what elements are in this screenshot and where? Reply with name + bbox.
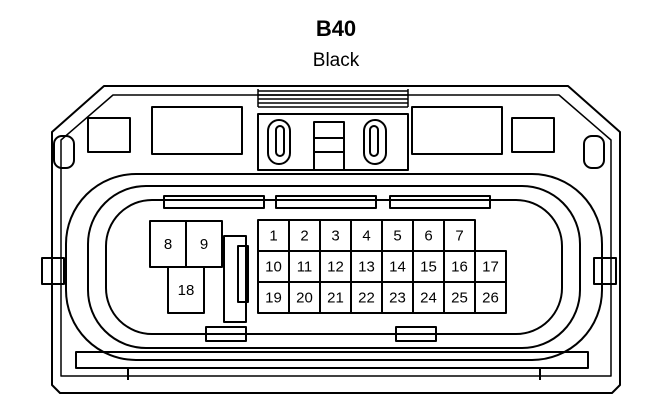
side-guide-pin [53, 135, 75, 169]
pin-label: 23 [389, 290, 406, 307]
pin-label: 20 [296, 290, 313, 307]
pin-label: 18 [178, 282, 195, 299]
pin-label: 11 [297, 259, 313, 276]
lock-mechanism [257, 113, 409, 171]
pin-label: 8 [164, 236, 172, 253]
bottom-rail [75, 351, 589, 369]
housing-outline-inner [60, 94, 612, 377]
upper-slot [411, 106, 503, 155]
upper-slot [87, 117, 131, 153]
mating-face-core [105, 199, 563, 335]
pin-label: 26 [482, 290, 499, 307]
pin-label: 4 [362, 228, 370, 245]
pin-cell [167, 266, 205, 314]
side-guide-pin [583, 135, 605, 169]
pin-label: 13 [358, 259, 375, 276]
pin-label: 19 [265, 290, 282, 307]
pin-label: 14 [389, 259, 406, 276]
pin-label: 10 [265, 259, 282, 276]
mating-face-inner [87, 185, 581, 349]
upper-slot [511, 117, 555, 153]
keyway [389, 195, 491, 209]
pin-label: 2 [300, 228, 308, 245]
upper-slot [151, 106, 243, 155]
pin-label: 12 [327, 259, 344, 276]
pin-label: 9 [200, 236, 208, 253]
pin-label: 6 [424, 228, 432, 245]
pin-label: 21 [327, 290, 344, 307]
side-tab [593, 257, 617, 285]
pin-label: 15 [420, 259, 437, 276]
keyway [163, 195, 265, 209]
pin-label: 22 [358, 290, 375, 307]
keyway [275, 195, 377, 209]
pin-label: 5 [393, 228, 401, 245]
pin-label: 24 [420, 290, 437, 307]
side-tab [41, 257, 65, 285]
key-block-notch [237, 245, 249, 303]
pin-label: 25 [451, 290, 468, 307]
connector-code: B40 [315, 16, 357, 41]
bottom-tab [205, 326, 247, 342]
pin-label: 1 [269, 228, 277, 245]
latch-ribs [257, 89, 409, 108]
housing-outline [51, 85, 621, 394]
mating-face-outer [65, 173, 603, 361]
key-block [223, 235, 247, 323]
pin-cell [474, 281, 507, 314]
connector-color-label: Black [312, 50, 360, 71]
pin-label: 17 [482, 259, 499, 276]
pin-label: 3 [331, 228, 339, 245]
bottom-tab [395, 326, 437, 342]
pin-label: 7 [455, 228, 463, 245]
pin-label: 16 [451, 259, 468, 276]
